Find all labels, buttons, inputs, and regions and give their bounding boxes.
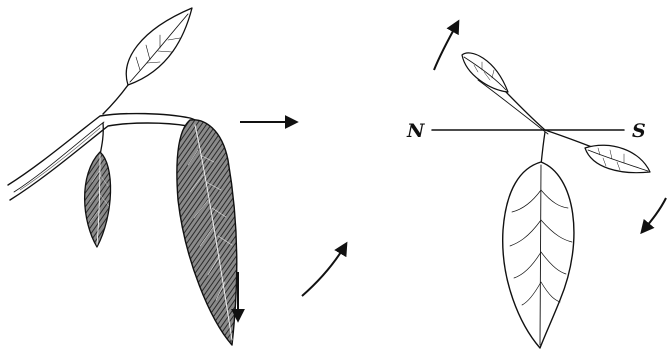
arrow-up-right xyxy=(302,244,346,296)
arrow-up-left-top xyxy=(434,22,458,70)
central-stem xyxy=(541,132,545,165)
large-pale-leaf xyxy=(503,162,574,348)
small-dark-leaf-stalk xyxy=(100,123,103,155)
upper-left-leaf xyxy=(462,53,508,92)
north-label: N xyxy=(406,120,425,142)
left-shoot xyxy=(8,8,237,345)
south-label: S xyxy=(632,120,646,142)
left-arrows xyxy=(238,122,346,320)
upper-leaf xyxy=(126,8,192,85)
arrow-down-left xyxy=(642,198,666,232)
right-shoot xyxy=(432,53,650,348)
upper-leaf-stalk xyxy=(103,85,128,114)
